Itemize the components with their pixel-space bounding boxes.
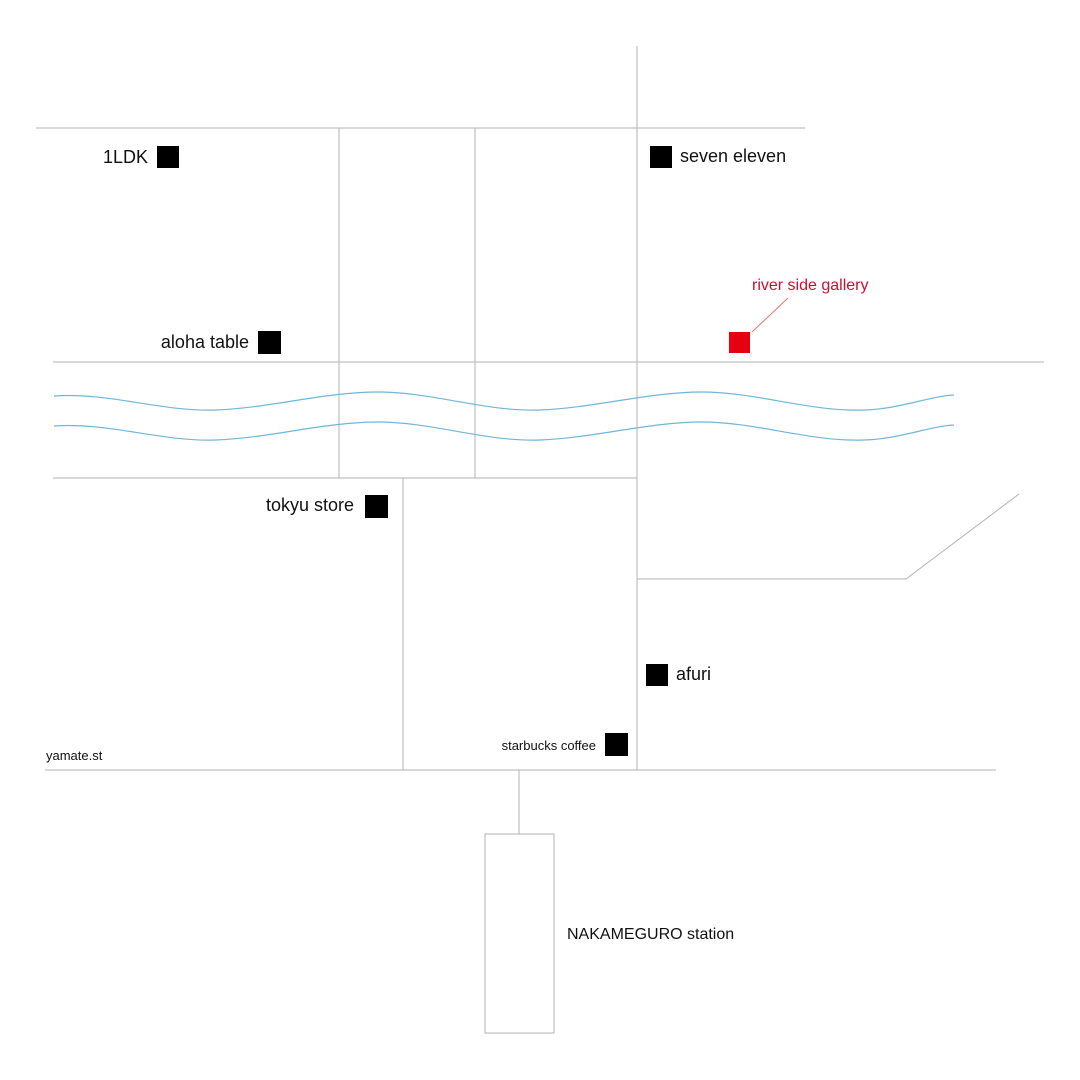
marker-seven-eleven[interactable] xyxy=(650,146,672,168)
label-afuri: afuri xyxy=(676,664,711,684)
road-network xyxy=(36,46,1044,834)
gallery-leader-line xyxy=(751,297,789,333)
label-tokyu-store: tokyu store xyxy=(266,495,354,515)
marker-afuri[interactable] xyxy=(646,664,668,686)
label-1ldk: 1LDK xyxy=(103,147,148,167)
label-aloha-table: aloha table xyxy=(161,332,249,352)
label-river-side-gallery: river side gallery xyxy=(752,277,868,294)
label-yamate-st: yamate.st xyxy=(46,748,103,763)
marker-1ldk[interactable] xyxy=(157,146,179,168)
road-east-branch xyxy=(637,493,1020,580)
nakameguro-station-building[interactable] xyxy=(484,833,555,1034)
label-starbucks-coffee: starbucks coffee xyxy=(502,738,596,753)
river-bank-north xyxy=(53,391,955,411)
marker-aloha-table[interactable] xyxy=(258,331,281,354)
meguro-river xyxy=(53,391,955,441)
label-seven-eleven: seven eleven xyxy=(680,146,786,166)
river-bank-south xyxy=(53,421,955,441)
label-nakameguro-station: NAKAMEGURO station xyxy=(567,926,734,943)
marker-river-side-gallery[interactable] xyxy=(729,332,750,353)
marker-tokyu-store[interactable] xyxy=(365,495,388,518)
marker-starbucks-coffee[interactable] xyxy=(605,733,628,756)
